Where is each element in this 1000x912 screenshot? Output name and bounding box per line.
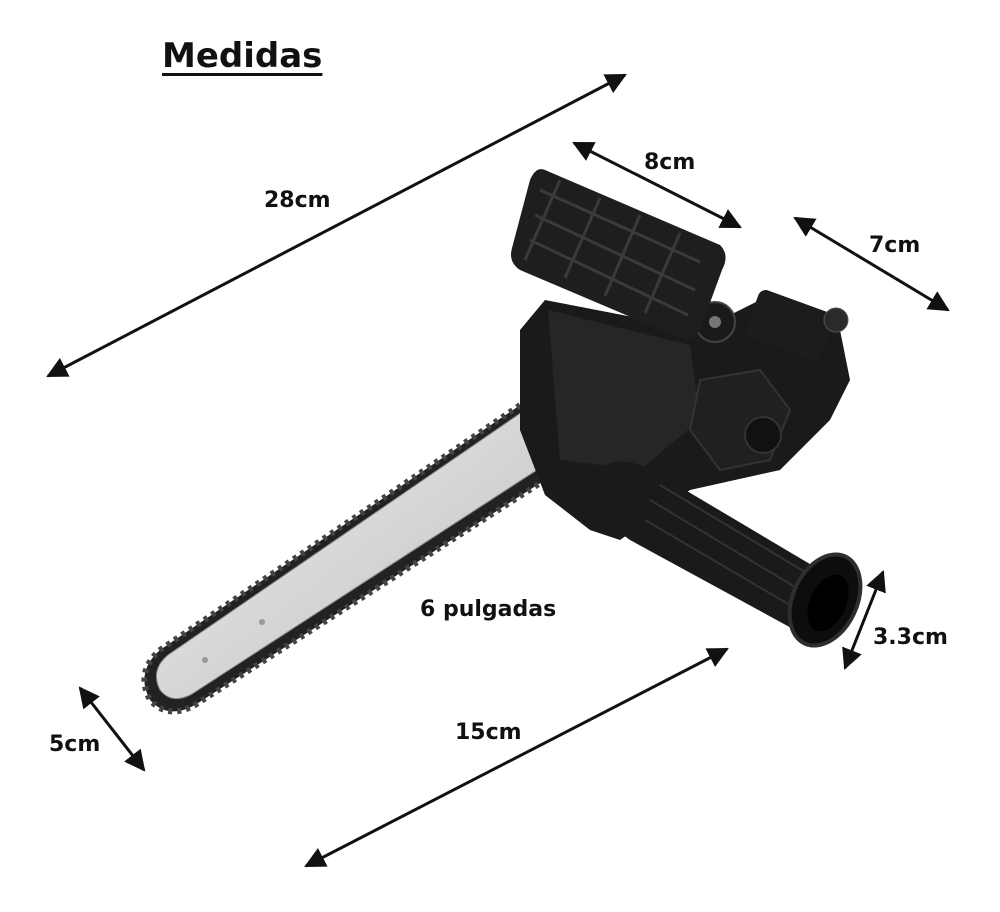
dimension-label-bar-height: 5cm (49, 732, 101, 757)
arrow-28cm (46, 73, 627, 378)
arrow-7cm (793, 216, 950, 312)
chainsaw-bar-icon (141, 392, 547, 715)
arrow-3-3cm (842, 570, 886, 670)
arrow-15cm (304, 647, 729, 868)
arrow-8cm (572, 141, 742, 229)
dimension-label-bar-size: 6 pulgadas (420, 597, 557, 622)
dimension-label-head-width: 8cm (644, 150, 696, 175)
page-title: Medidas (162, 36, 323, 76)
dimension-label-bar-length: 15cm (455, 720, 522, 745)
side-handle-icon (604, 461, 863, 648)
dimension-label-handle-diameter: 3.3cm (873, 625, 948, 650)
dimension-label-overall-length: 28cm (264, 188, 331, 213)
chainsaw-head-icon (520, 290, 850, 540)
arrow-5cm (78, 686, 146, 772)
dimension-label-head-depth: 7cm (869, 233, 921, 258)
hand-guard-icon (511, 169, 726, 339)
